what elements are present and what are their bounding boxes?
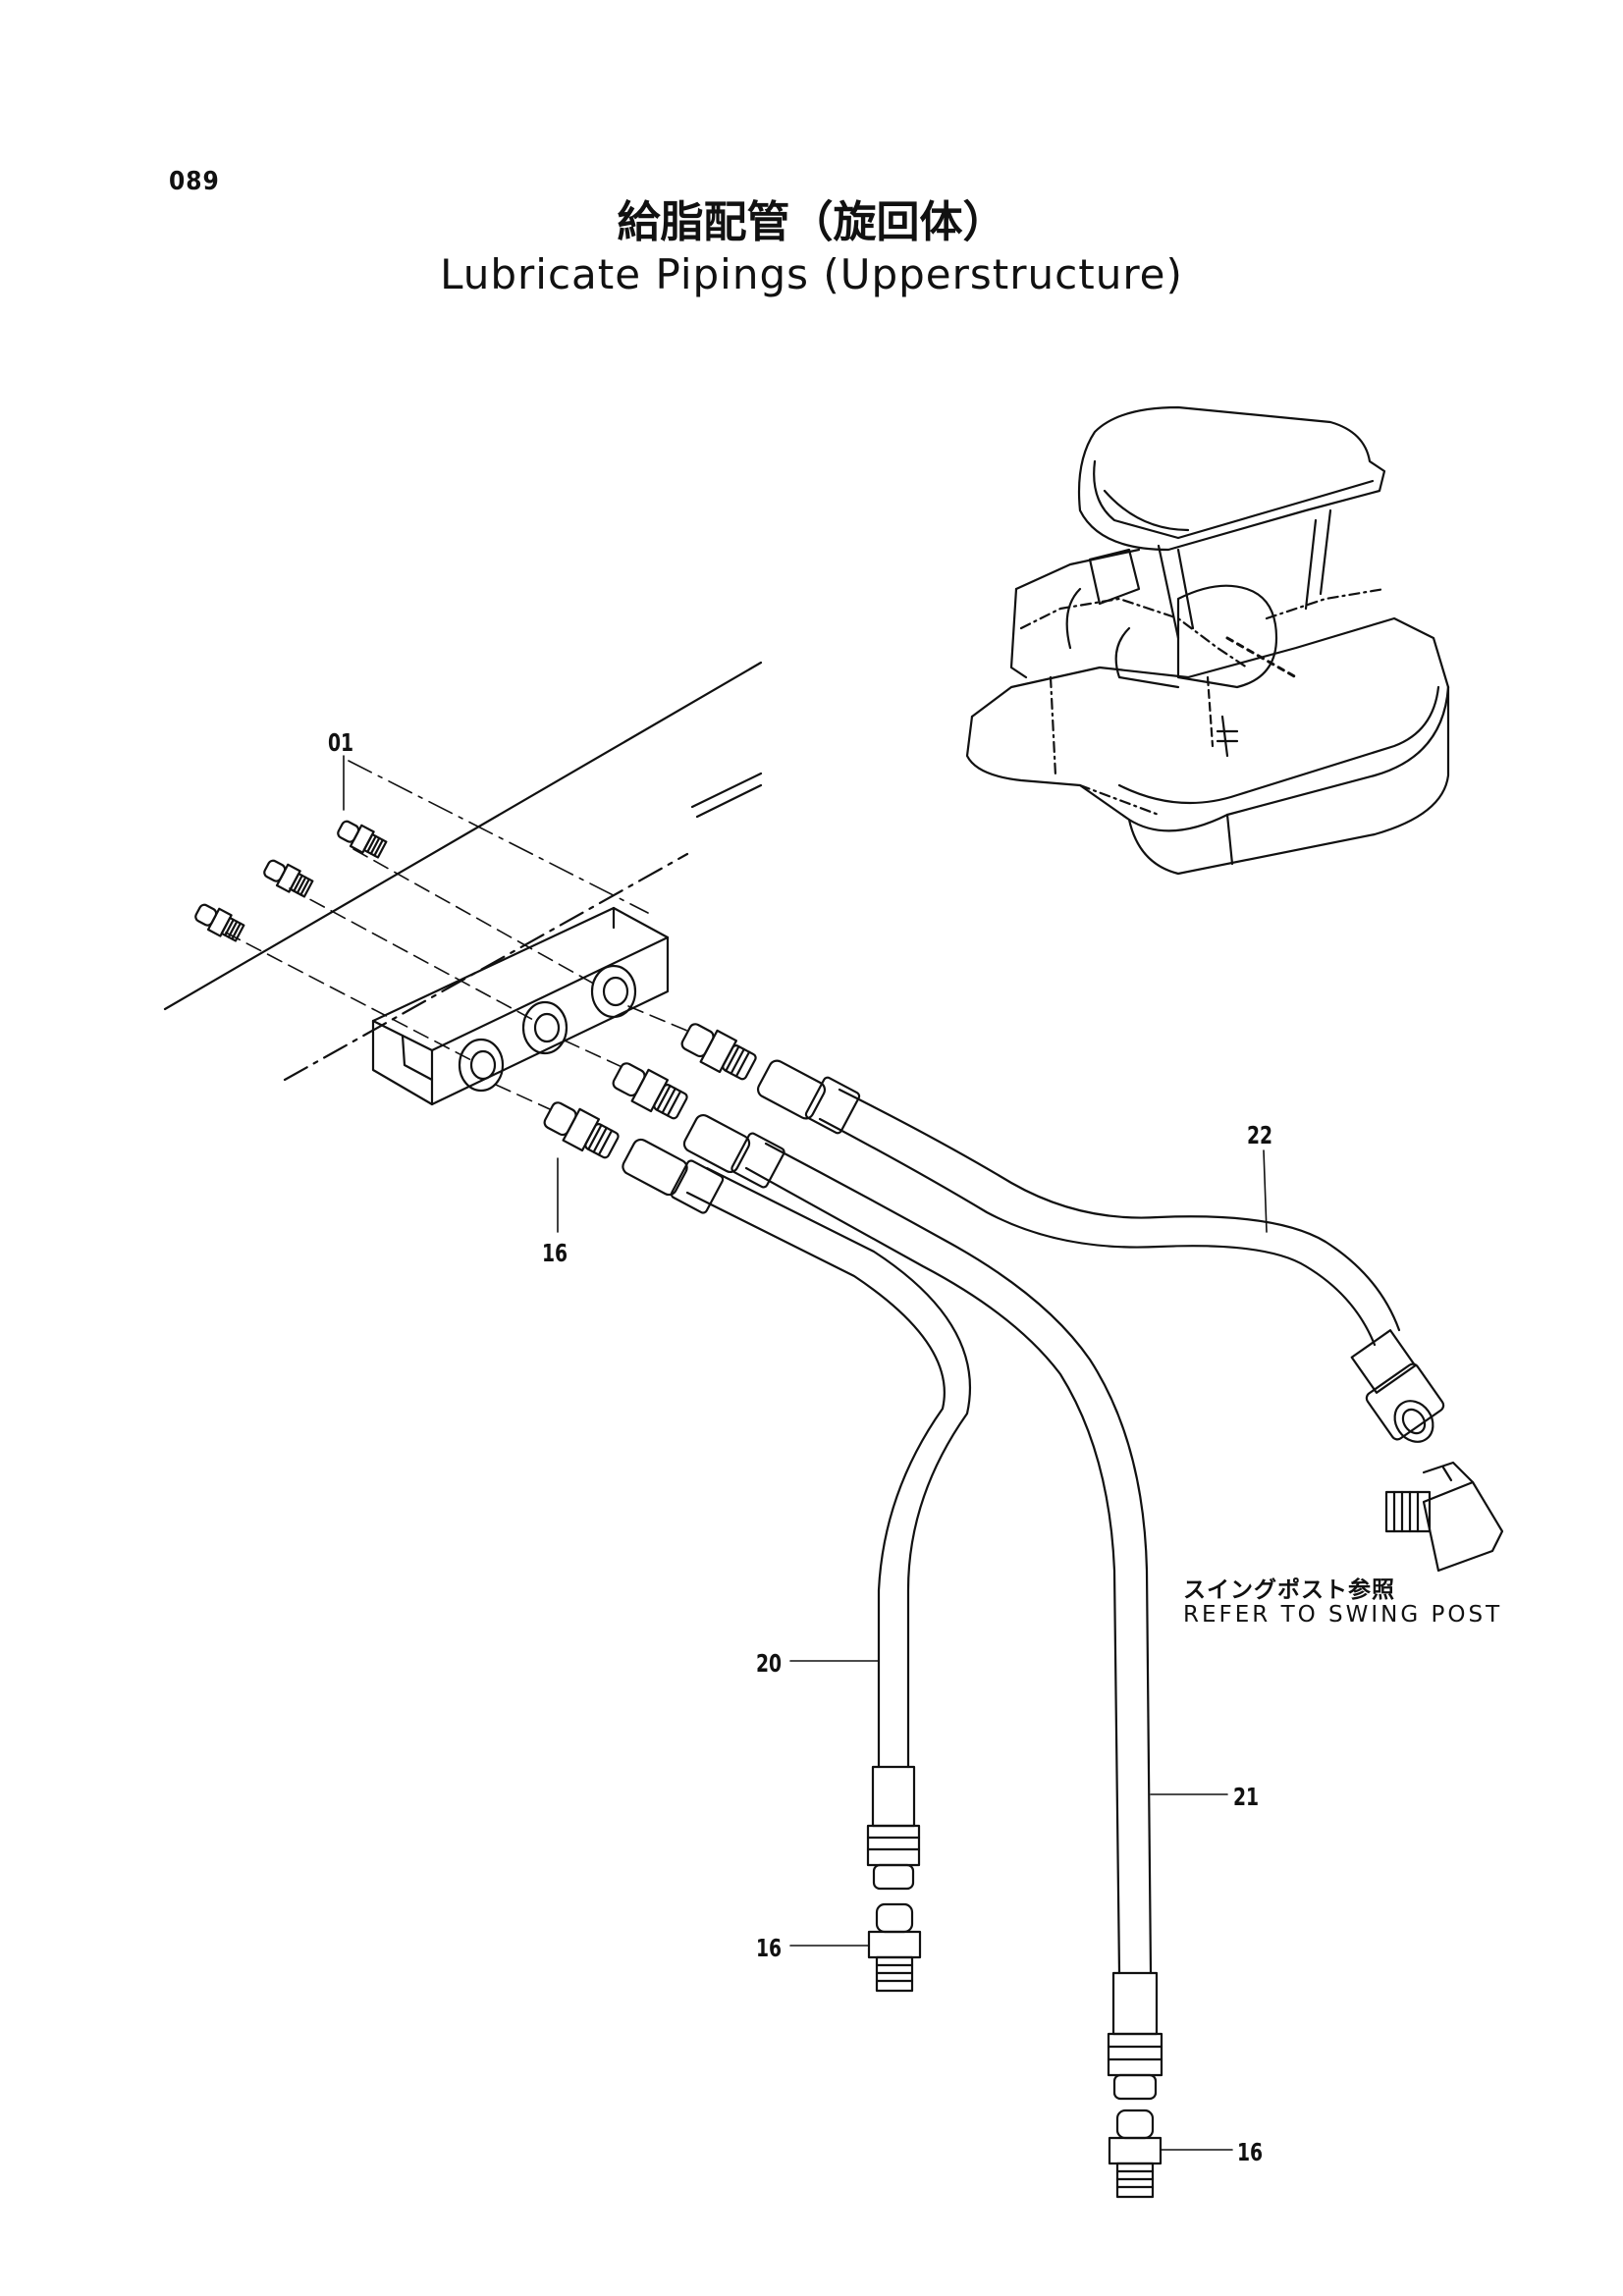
reference-note-japanese: スイングポスト参照 [1183, 1577, 1395, 1603]
callout-01: 01 [328, 728, 354, 757]
callout-20: 20 [756, 1649, 783, 1678]
page-number: 089 [169, 167, 220, 196]
hose-part-20 [622, 1138, 972, 1891]
adapter-part-16-lower-left [867, 1902, 922, 1993]
swing-post-elbow-fitting [1384, 1461, 1504, 1573]
hose-part-21 [682, 1113, 1163, 2101]
adapter-fittings-part-16 [543, 1023, 757, 1159]
assembly-guide-lines [225, 848, 688, 1110]
callout-16-left: 16 [756, 1934, 783, 1962]
callout-22: 22 [1247, 1121, 1273, 1149]
grease-nipple-bracket [371, 906, 670, 1106]
reference-note-english: REFER TO SWING POST [1183, 1602, 1503, 1628]
callout-16-bracket: 16 [542, 1239, 568, 1267]
adapter-part-16-lower-right [1108, 2109, 1163, 2199]
machine-overview-sketch [965, 405, 1450, 876]
callout-16-right: 16 [1237, 2138, 1264, 2166]
callout-leader-lines [343, 755, 1268, 2151]
grease-nipple-part-01 [194, 820, 388, 942]
title-english: Lubricate Pipings (Upperstructure) [440, 250, 1183, 298]
frame-reference-lines [163, 661, 763, 1082]
callout-21: 21 [1233, 1783, 1260, 1811]
title-japanese: 給脂配管（旋回体） [617, 197, 1006, 247]
hose-part-22 [756, 1059, 1445, 1443]
